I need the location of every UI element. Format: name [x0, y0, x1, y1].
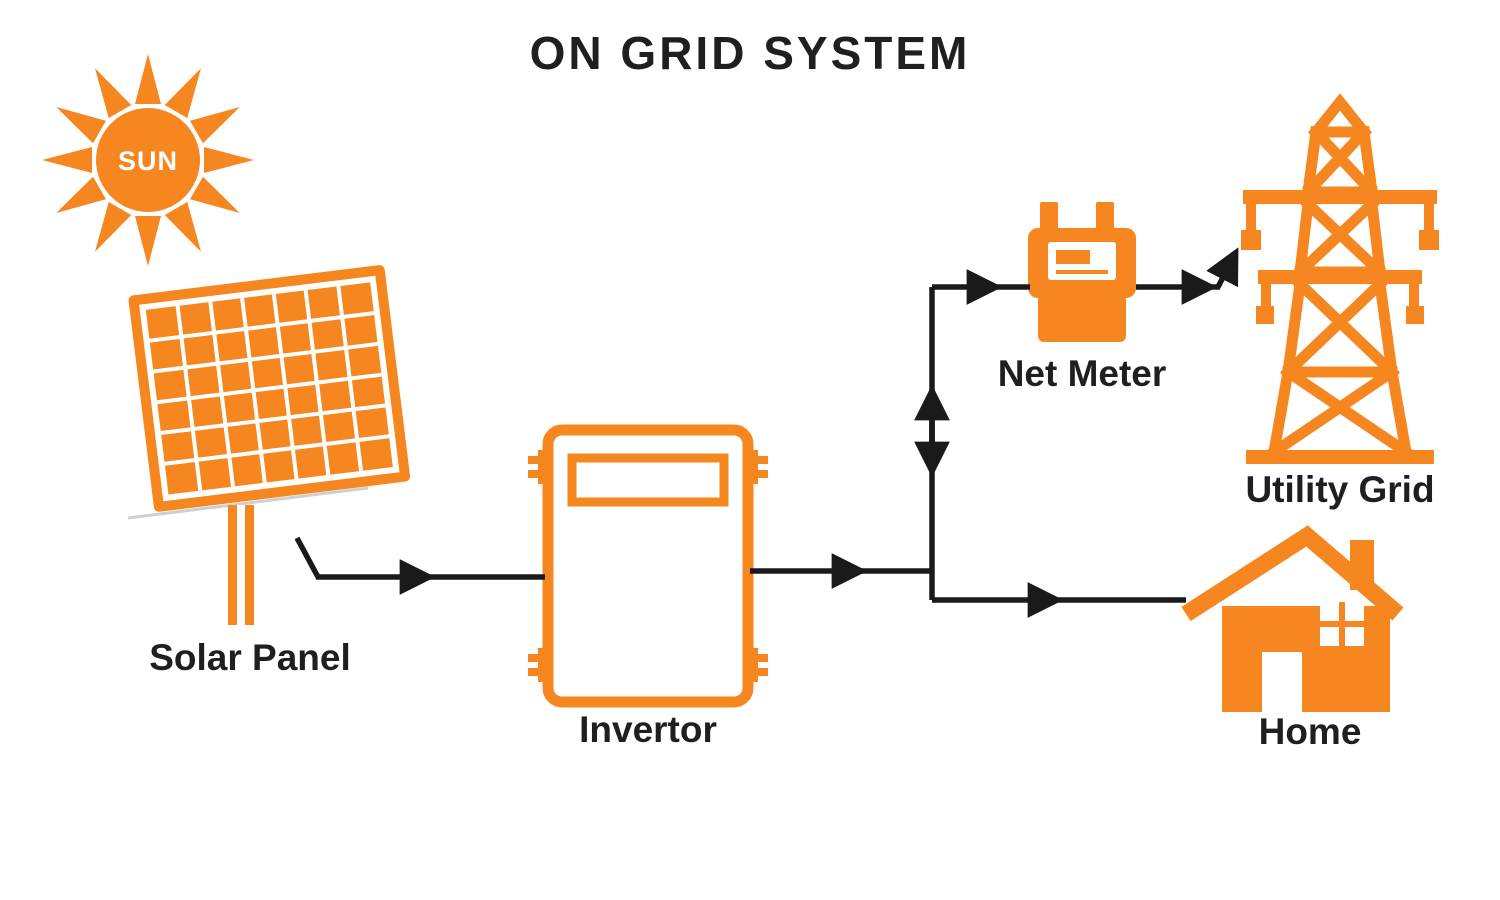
utility-grid-label: Utility Grid: [1245, 469, 1434, 510]
sun-label: SUN: [118, 146, 178, 176]
tower-lower-arm: [1258, 270, 1422, 284]
solar-panel-icon: [127, 265, 411, 625]
home-icon: [1181, 525, 1404, 712]
home-door: [1262, 652, 1302, 712]
net-meter-label: Net Meter: [998, 353, 1167, 394]
tower-upper-arm: [1243, 190, 1437, 204]
solar-panel-label: Solar Panel: [149, 637, 351, 678]
arrow-panel-to-inverter: [294, 536, 436, 595]
sun-icon: SUN: [42, 54, 254, 266]
net-meter-icon: [1028, 202, 1136, 342]
arrow-meter-to-grid-bend: [1206, 247, 1239, 290]
page-title: ON GRID SYSTEM: [529, 27, 971, 79]
tower-base: [1246, 450, 1434, 464]
inverter-icon: [528, 424, 768, 708]
utility-grid-icon: [1241, 93, 1439, 464]
sun-circle: [96, 108, 200, 212]
inverter-display: [567, 453, 729, 507]
home-body: [1222, 606, 1390, 712]
home-label: Home: [1259, 711, 1362, 752]
inverter-label: Invertor: [579, 709, 717, 750]
flow-arrows: [294, 247, 1239, 618]
panel-shadow: [127, 486, 369, 520]
home-roof: [1181, 525, 1404, 622]
inverter-body: [542, 424, 754, 708]
